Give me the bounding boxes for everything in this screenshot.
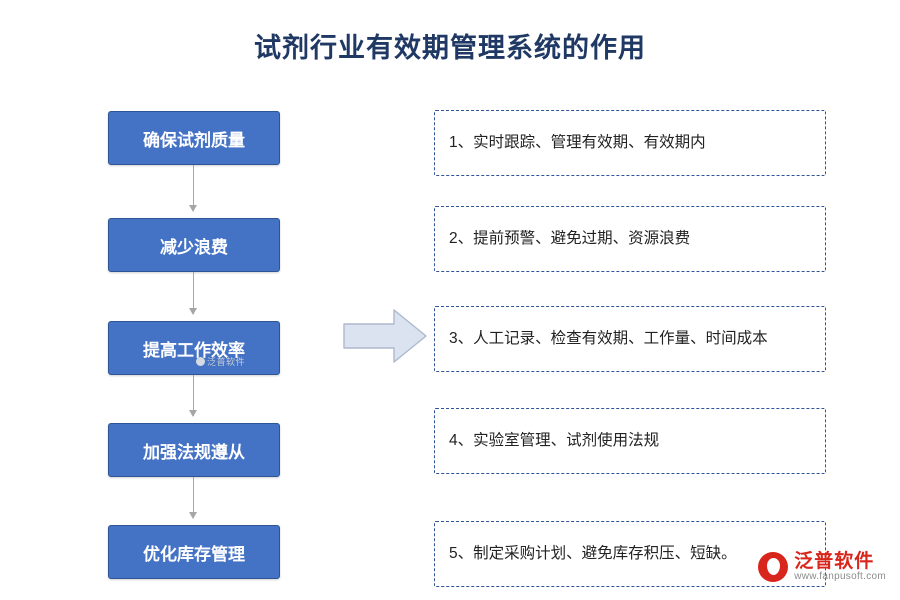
- logo-text: 泛普软件 www.fanpusoft.com: [794, 550, 886, 582]
- flow-box-2: 减少浪费: [108, 218, 280, 272]
- right-arrow-icon: [342, 307, 428, 365]
- flow-box-label: 优化库存管理: [143, 544, 245, 564]
- note-text: 4、实验室管理、试剂使用法规: [449, 432, 660, 450]
- flow-box-label: 加强法规遵从: [143, 442, 245, 462]
- flow-connector-4: [189, 477, 197, 519]
- arrow-head-icon: [189, 205, 197, 212]
- brand-logo: 泛普软件 www.fanpusoft.com: [758, 550, 886, 582]
- arrow-head-icon: [189, 410, 197, 417]
- flow-box-label: 确保试剂质量: [143, 130, 245, 150]
- flow-connector-2: [189, 272, 197, 315]
- flow-box-3: 提高工作效率: [108, 321, 280, 375]
- watermark-dot-icon: [196, 357, 205, 366]
- center-watermark-label: 泛普软件: [207, 357, 246, 367]
- note-box-2: 2、提前预警、避免过期、资源浪费: [434, 206, 826, 272]
- note-text: 1、实时跟踪、管理有效期、有效期内: [449, 134, 706, 152]
- center-watermark: 泛普软件: [196, 355, 245, 368]
- note-text: 3、人工记录、检查有效期、工作量、时间成本: [449, 330, 768, 348]
- flow-box-4: 加强法规遵从: [108, 423, 280, 477]
- note-text: 5、制定采购计划、避免库存积压、短缺。: [449, 545, 737, 563]
- note-text: 2、提前预警、避免过期、资源浪费: [449, 230, 691, 248]
- flow-box-label: 提高工作效率: [143, 340, 245, 360]
- arrow-head-icon: [189, 512, 197, 519]
- note-box-4: 4、实验室管理、试剂使用法规: [434, 408, 826, 474]
- logo-mark-icon: [758, 551, 789, 582]
- flow-connector-3: [189, 375, 197, 417]
- arrow-head-icon: [189, 308, 197, 315]
- note-box-1: 1、实时跟踪、管理有效期、有效期内: [434, 110, 826, 176]
- note-box-3: 3、人工记录、检查有效期、工作量、时间成本: [434, 306, 826, 372]
- logo-url: www.fanpusoft.com: [794, 570, 886, 582]
- page-title: 试剂行业有效期管理系统的作用: [254, 33, 646, 63]
- flow-connector-1: [189, 165, 197, 212]
- flow-box-5: 优化库存管理: [108, 525, 280, 579]
- logo-name: 泛普软件: [794, 550, 875, 572]
- flow-box-1: 确保试剂质量: [108, 111, 280, 165]
- flow-box-label: 减少浪费: [160, 237, 228, 257]
